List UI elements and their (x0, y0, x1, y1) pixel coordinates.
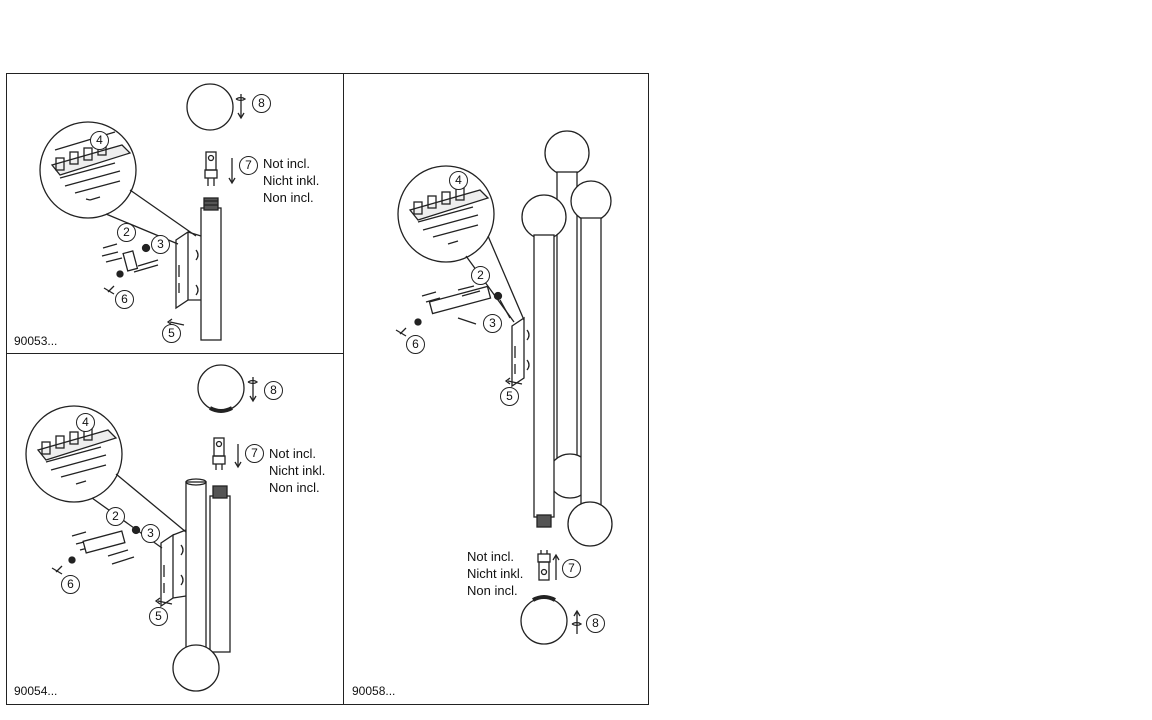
not-included-note: Not incl. Nicht inkl. Non incl. (467, 548, 523, 599)
step-7-badge: 7 (239, 156, 258, 175)
step-3-badge: 3 (483, 314, 502, 333)
step-6-badge: 6 (115, 290, 134, 309)
terminal-block-icon (408, 187, 490, 245)
note-line-de: Nicht inkl. (467, 566, 524, 581)
note-line-fr: Non incl. (467, 583, 518, 598)
step-6-badge: 6 (61, 575, 80, 594)
note-line-de: Nicht inkl. (269, 463, 326, 478)
g9-bulb-icon (204, 151, 236, 186)
step-5-badge: 5 (162, 324, 181, 343)
not-included-note: Not incl. Nicht inkl. Non incl. (269, 445, 325, 496)
step-7-badge: 7 (245, 444, 264, 463)
note-line-en: Not incl. (467, 549, 514, 564)
product-code: 90053... (14, 334, 58, 348)
dowel-screw-icon (101, 243, 159, 295)
step-8-badge: 8 (264, 381, 283, 400)
g9-bulb-icon (212, 437, 242, 470)
note-line-fr: Non incl. (269, 480, 320, 495)
step-4-badge: 4 (449, 171, 468, 190)
dowel-screw-icon (51, 525, 141, 575)
tube-arm-icon (172, 478, 231, 692)
wall-bracket-icon (175, 230, 202, 310)
step-8-badge: 8 (586, 614, 605, 633)
step-2-badge: 2 (106, 507, 125, 526)
step-3-badge: 3 (151, 235, 170, 254)
tube-arm-icon (521, 130, 613, 547)
step-5-badge: 5 (500, 387, 519, 406)
step-6-badge: 6 (406, 335, 425, 354)
tube-arm-icon (200, 197, 222, 341)
note-line-en: Not incl. (263, 156, 310, 171)
note-line-fr: Non incl. (263, 190, 314, 205)
note-line-de: Nicht inkl. (263, 173, 320, 188)
terminal-block-icon (36, 427, 118, 485)
wall-bracket-icon (511, 316, 530, 388)
step-3-badge: 3 (141, 524, 160, 543)
globe-shade-icon (197, 364, 245, 412)
panel-90058 (343, 73, 649, 705)
step-2-badge: 2 (117, 223, 136, 242)
step-8-badge: 8 (252, 94, 271, 113)
dowel-screw-icon (395, 285, 511, 337)
g9-bulb-icon (537, 550, 560, 581)
note-line-en: Not incl. (269, 446, 316, 461)
product-code: 90054... (14, 684, 58, 698)
not-included-note: Not incl. Nicht inkl. Non incl. (263, 155, 319, 206)
wall-bracket-icon (160, 529, 187, 608)
globe-shade-icon (186, 83, 234, 131)
step-4-badge: 4 (90, 131, 109, 150)
product-code: 90058... (352, 684, 396, 698)
step-4-badge: 4 (76, 413, 95, 432)
step-5-badge: 5 (149, 607, 168, 626)
step-2-badge: 2 (471, 266, 490, 285)
globe-shade-icon (520, 597, 568, 645)
step-7-badge: 7 (562, 559, 581, 578)
